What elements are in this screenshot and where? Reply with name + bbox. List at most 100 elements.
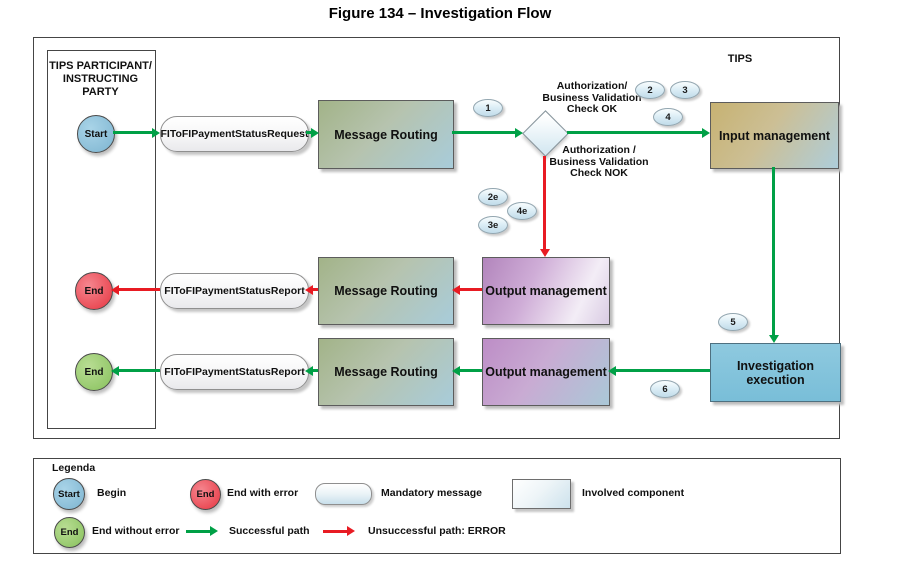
message-routing-box-error: Message Routing xyxy=(318,257,454,325)
tips-lane-label: TIPS xyxy=(727,53,753,65)
success-line-output-to-routing xyxy=(460,369,482,372)
legend-mandatory-message-label: Mandatory message xyxy=(381,487,482,499)
legend-end-error-circle-label: End xyxy=(196,489,215,500)
step-badge-4e-label: 4e xyxy=(516,205,528,217)
arrowhead-input-to-investigation xyxy=(769,335,779,343)
report-message-pill-success: FIToFIPaymentStatusReport xyxy=(160,354,309,390)
legend-end-error-label: End with error xyxy=(227,487,299,499)
step-badge-3e: 3e xyxy=(478,216,508,234)
step-badge-2e: 2e xyxy=(478,188,508,206)
error-line-report-to-end xyxy=(119,288,160,291)
legend-begin-circle-label: Start xyxy=(58,488,80,500)
step-badge-3: 3 xyxy=(670,81,700,99)
legend-end-error-circle: End xyxy=(190,479,221,510)
arrowhead-investigation-to-output xyxy=(608,366,616,376)
legend-success-path-label: Successful path xyxy=(229,525,310,537)
arrowhead-routing-to-decision xyxy=(515,128,523,138)
request-message-pill: FIToFIPaymentStatusRequest xyxy=(160,116,309,152)
report-message-pill-error: FIToFIPaymentStatusReport xyxy=(160,273,309,309)
participant-lane-label: TIPS PARTICIPANT/ INSTRUCTING PARTY xyxy=(49,60,152,99)
end-success-circle: End xyxy=(75,353,113,391)
message-routing-success-label: Message Routing xyxy=(334,365,438,379)
output-management-box-error: Output management xyxy=(482,257,610,325)
error-line-output-to-routing xyxy=(460,288,482,291)
auth-check-ok-line1: Authorization/ xyxy=(556,80,628,92)
step-badge-4: 4 xyxy=(653,108,683,126)
legend-end-success-circle-label: End xyxy=(60,527,79,538)
arrowhead-report-to-end-error xyxy=(111,285,119,295)
report-message-error-label: FIToFIPaymentStatusReport xyxy=(164,285,305,297)
step-badge-6: 6 xyxy=(650,380,680,398)
step-badge-3-label: 3 xyxy=(682,84,688,96)
report-message-success-label: FIToFIPaymentStatusReport xyxy=(164,366,305,378)
output-management-box-success: Output management xyxy=(482,338,610,406)
arrowhead-output-to-routing-error xyxy=(452,285,460,295)
legend-involved-component-shape xyxy=(512,479,571,509)
input-management-label: Input management xyxy=(718,128,831,143)
legend-end-success-circle: End xyxy=(54,517,85,548)
arrowhead-request-to-routing xyxy=(311,128,319,138)
success-line-routing-to-decision xyxy=(452,131,515,134)
step-badge-2: 2 xyxy=(635,81,665,99)
success-line-investigation-to-output xyxy=(616,369,710,372)
legend-error-path-line xyxy=(323,530,347,533)
end-error-circle: End xyxy=(75,272,113,310)
step-badge-4e: 4e xyxy=(507,202,537,220)
participant-lane-label-line2: INSTRUCTING xyxy=(62,73,139,85)
output-management-success-label: Output management xyxy=(485,365,607,379)
success-line-start-to-request xyxy=(113,131,152,134)
success-line-request-to-routing xyxy=(306,131,311,134)
legend-mandatory-message-shape xyxy=(315,483,372,505)
step-badge-1: 1 xyxy=(473,99,503,117)
auth-check-nok-label: Authorization / Business Validation Chec… xyxy=(538,144,660,180)
arrowhead-decision-to-output xyxy=(540,249,550,257)
legend-involved-component-label: Involved component xyxy=(582,487,685,499)
message-routing-request-label: Message Routing xyxy=(334,127,438,142)
participant-lane xyxy=(47,50,156,429)
message-routing-error-label: Message Routing xyxy=(334,284,438,298)
success-line-report-to-end xyxy=(119,369,160,372)
start-circle: Start xyxy=(77,115,115,153)
end-success-circle-label: End xyxy=(84,366,104,378)
participant-lane-label-line3: PARTY xyxy=(82,86,119,98)
legend-begin-circle: Start xyxy=(53,478,85,510)
step-badge-3e-label: 3e xyxy=(487,219,499,231)
auth-check-ok-line3: Check OK xyxy=(566,103,618,115)
end-error-circle-label: End xyxy=(84,285,104,297)
message-routing-box-success: Message Routing xyxy=(318,338,454,406)
step-badge-5-label: 5 xyxy=(730,316,736,328)
legend-begin-label: Begin xyxy=(97,487,127,499)
investigation-execution-label: Investigation execution xyxy=(736,358,815,387)
legend-end-success-label: End without error xyxy=(92,525,180,537)
success-line-routing-to-report xyxy=(313,369,318,372)
step-badge-5: 5 xyxy=(718,313,748,331)
legend-error-path-arrowhead xyxy=(347,526,355,536)
step-badge-2e-label: 2e xyxy=(487,191,499,203)
request-message-label: FIToFIPaymentStatusRequest xyxy=(160,128,309,140)
arrowhead-report-to-end-success xyxy=(111,366,119,376)
arrowhead-routing-to-report-success xyxy=(305,366,313,376)
legend-success-path-arrowhead xyxy=(210,526,218,536)
auth-check-nok-line2: Business Validation xyxy=(549,155,649,168)
step-badge-2-label: 2 xyxy=(647,84,653,96)
success-line-input-to-investigation xyxy=(772,167,775,335)
arrowhead-output-to-routing-success xyxy=(452,366,460,376)
start-circle-label: Start xyxy=(84,128,108,140)
legend-title: Legenda xyxy=(52,462,96,474)
step-badge-6-label: 6 xyxy=(662,383,668,395)
step-badge-1-label: 1 xyxy=(485,102,491,114)
message-routing-box-request: Message Routing xyxy=(318,100,454,169)
participant-lane-label-line1: TIPS PARTICIPANT/ xyxy=(49,60,152,72)
arrowhead-routing-to-report-error xyxy=(305,285,313,295)
success-line-decision-to-input xyxy=(567,131,702,134)
legend-error-path-label: Unsuccessful path: ERROR xyxy=(368,525,506,537)
output-management-error-label: Output management xyxy=(485,284,607,298)
diagram-frame xyxy=(33,37,840,439)
auth-check-nok-line1: Authorization / xyxy=(562,144,636,156)
legend-success-path-line xyxy=(186,530,210,533)
step-badge-4-label: 4 xyxy=(665,111,671,123)
auth-check-ok-label: Authorization/ Business Validation Check… xyxy=(533,80,651,116)
auth-check-ok-line2: Business Validation xyxy=(542,91,642,104)
figure-title: Figure 134 – Investigation Flow xyxy=(328,5,552,22)
